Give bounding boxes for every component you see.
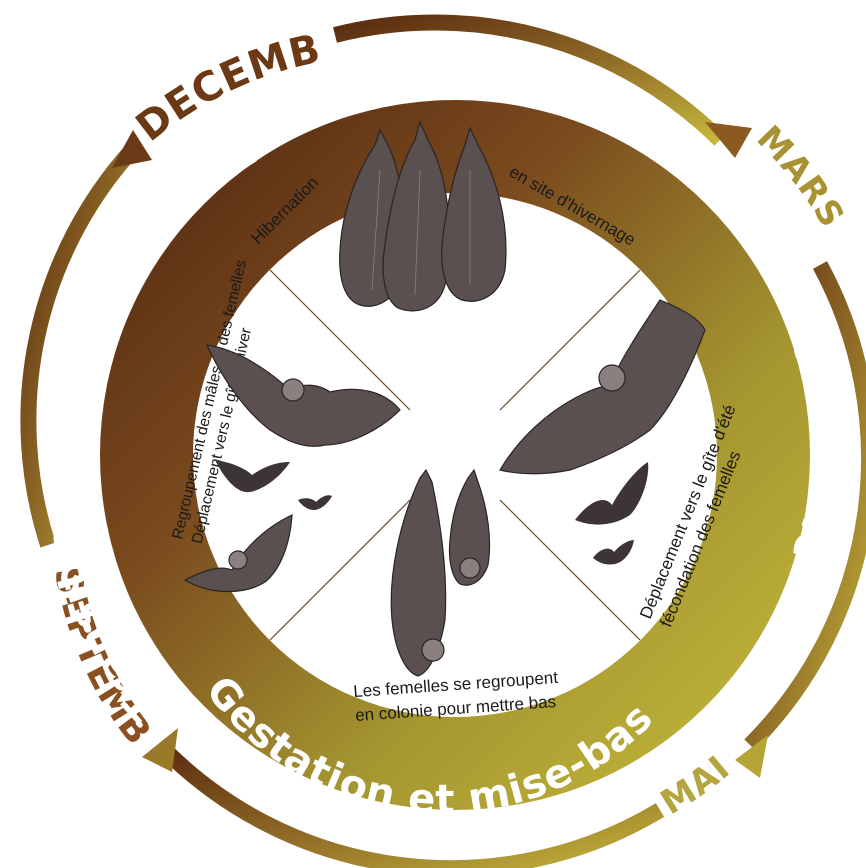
month-label-may: MAI: [654, 748, 738, 823]
